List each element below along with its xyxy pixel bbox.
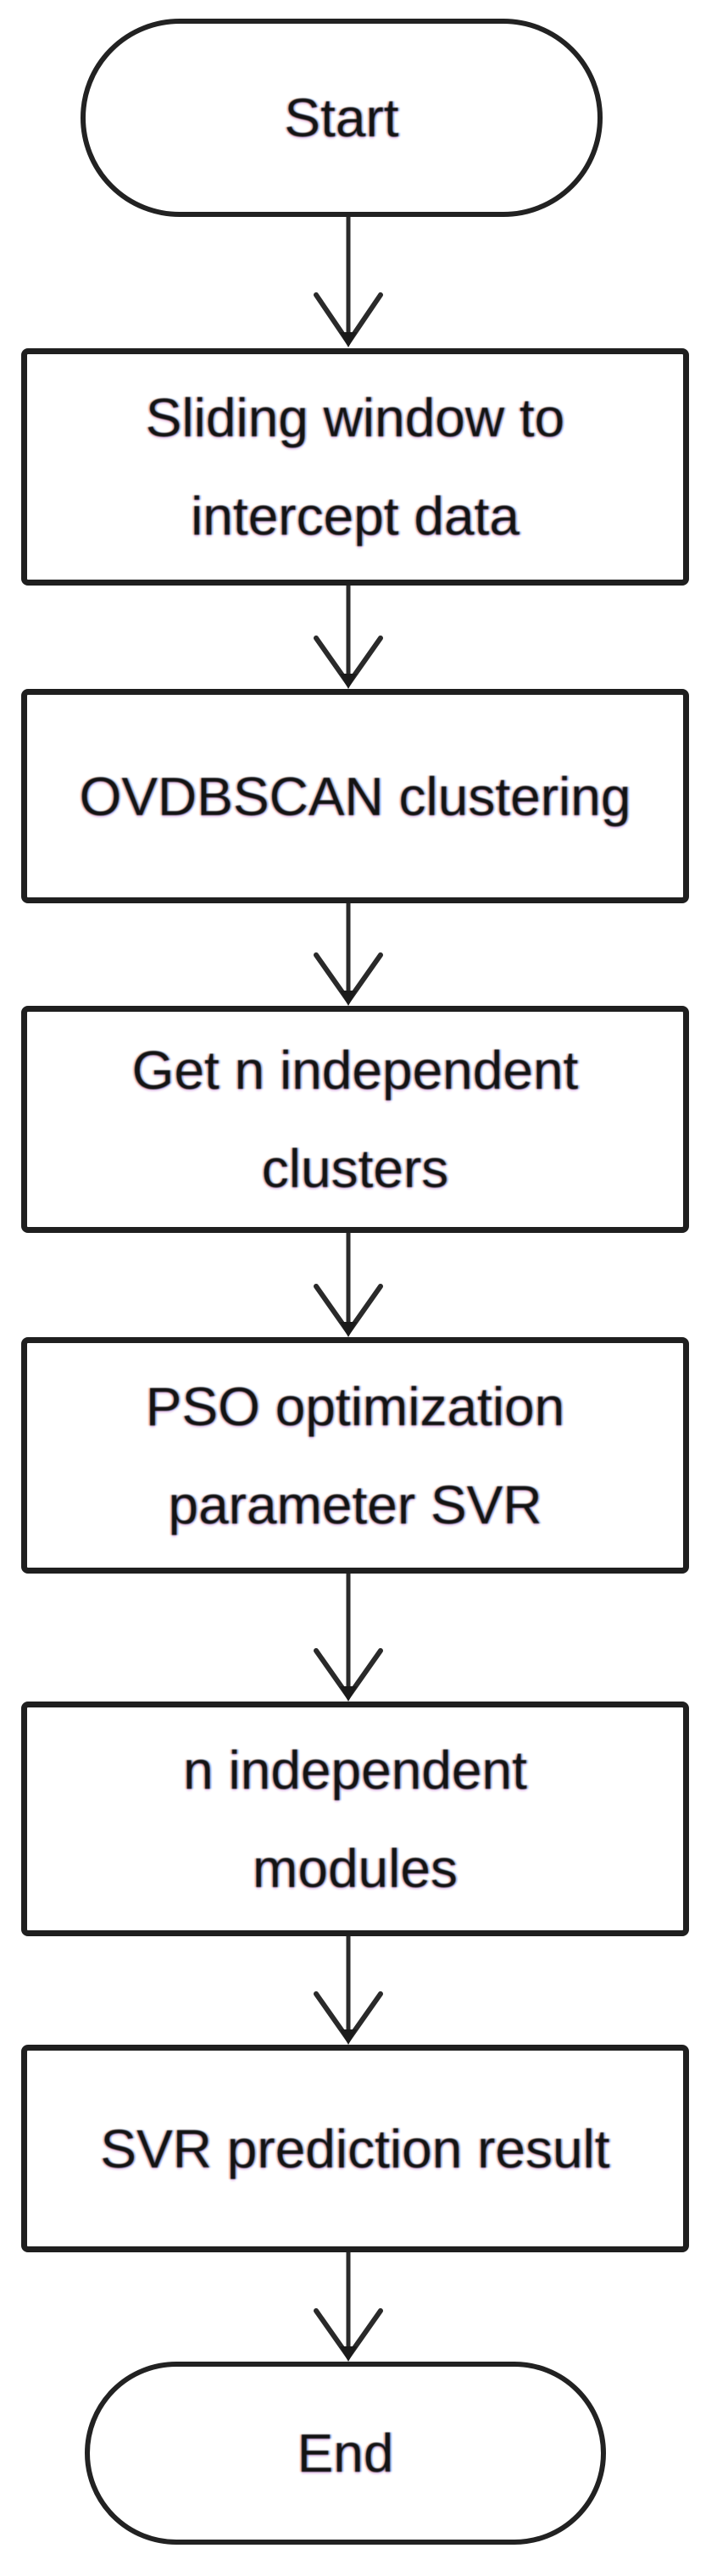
node-ovdbscan-clustering-label: OVDBSCAN clustering (79, 765, 631, 827)
arrow-down-icon (314, 586, 383, 689)
node-pso-line1: PSO optimization (145, 1375, 565, 1437)
connector-pso-to-modules (306, 1574, 391, 1702)
arrow-down-icon (314, 903, 383, 1006)
node-sliding-window-line2: intercept data (191, 486, 520, 547)
node-clusters-line2: clusters (261, 1138, 449, 1199)
arrow-down-icon (314, 1574, 383, 1702)
connector-sliding-to-ovdbscan (306, 586, 391, 689)
connector-svr-to-end (306, 2252, 391, 2362)
node-end-terminator: End (85, 2362, 606, 2545)
connector-ovdbscan-to-clusters (306, 903, 391, 1006)
node-n-independent-modules: n independent modules (21, 1702, 689, 1936)
arrow-down-icon (314, 1233, 383, 1337)
node-modules-line1: n independent (183, 1739, 527, 1801)
node-get-n-independent-clusters: Get n independent clusters (21, 1006, 689, 1233)
arrow-down-icon (314, 217, 383, 347)
connector-modules-to-svr (306, 1936, 391, 2045)
node-pso-line2: parameter SVR (168, 1474, 542, 1535)
node-ovdbscan-clustering: OVDBSCAN clustering (21, 689, 689, 903)
node-start-terminator: Start (81, 19, 603, 217)
node-sliding-window-line1: Sliding window to (145, 387, 565, 448)
arrow-down-icon (314, 1936, 383, 2045)
node-svr-prediction-result: SVR prediction result (21, 2045, 689, 2252)
node-clusters-line1: Get n independent (131, 1040, 579, 1101)
node-start-label: Start (284, 87, 399, 148)
node-modules-line2: modules (253, 1837, 458, 1899)
connector-start-to-sliding (306, 217, 391, 347)
node-end-label: End (297, 2423, 394, 2484)
node-sliding-window: Sliding window to intercept data (21, 348, 689, 586)
node-svr-label: SVR prediction result (100, 2118, 610, 2179)
arrow-down-icon (314, 2252, 383, 2362)
connector-clusters-to-pso (306, 1233, 391, 1337)
node-pso-optimization: PSO optimization parameter SVR (21, 1337, 689, 1574)
